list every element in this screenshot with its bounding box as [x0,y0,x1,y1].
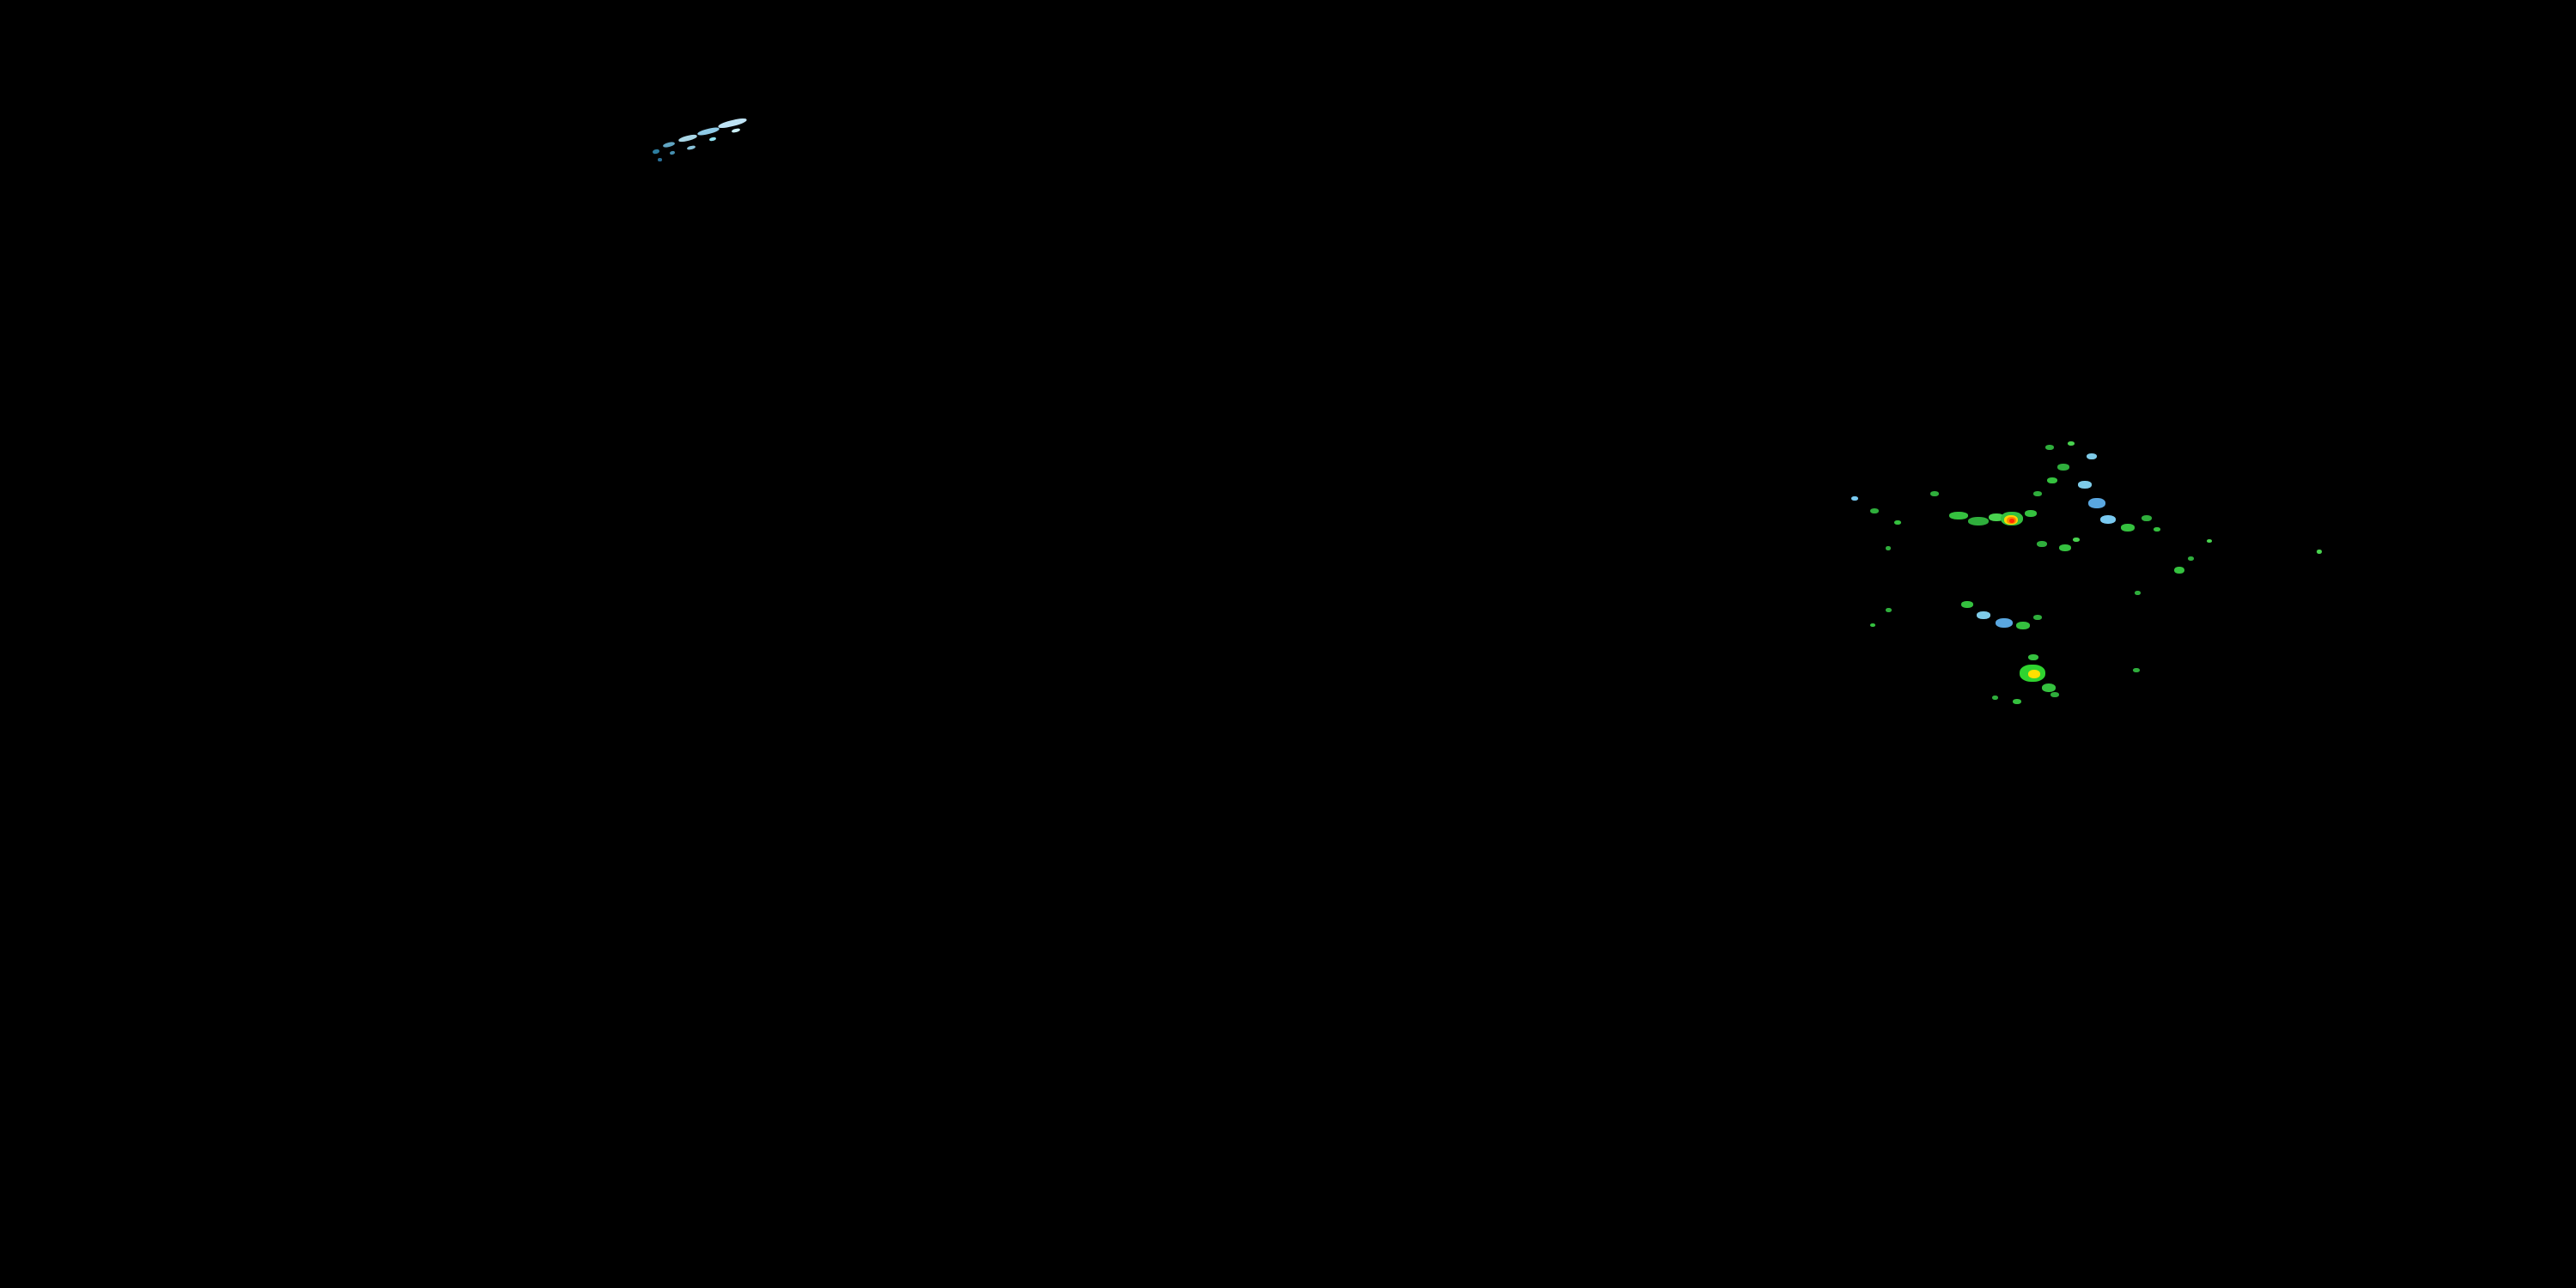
east-storm-cluster-echo [2009,519,2014,523]
northwest-streak-echo [686,144,696,151]
east-storm-cluster-echo [2317,550,2322,554]
east-storm-cluster-echo [1870,508,1879,513]
east-storm-cluster-echo [1870,623,1875,627]
east-storm-cluster-echo [2047,477,2057,483]
east-storm-cluster-echo [2033,615,2042,620]
east-storm-cluster-echo [2121,524,2135,532]
east-storm-cluster-echo [1851,496,1858,501]
northwest-streak-echo [708,137,717,142]
east-storm-cluster-echo [2068,441,2075,446]
east-storm-cluster-echo [2135,591,2141,595]
east-storm-cluster-echo [1977,611,1990,619]
east-storm-cluster-echo [2050,692,2059,697]
east-storm-cluster-echo [2087,453,2097,459]
east-storm-cluster-echo [1996,618,2013,628]
east-storm-cluster-echo [2078,481,2092,489]
east-storm-cluster-echo [2025,510,2037,517]
east-storm-cluster-echo [2073,538,2080,542]
east-storm-cluster-echo [2142,515,2152,521]
northwest-streak-echo [658,158,662,161]
east-storm-cluster-echo [2100,515,2116,524]
east-storm-cluster-echo [2042,683,2056,692]
east-storm-cluster-echo [1989,513,2004,521]
east-storm-cluster-echo [2037,541,2047,547]
east-storm-cluster-echo [1930,491,1939,496]
east-storm-cluster-echo [2174,567,2184,574]
east-storm-cluster-echo [1886,546,1891,550]
northwest-streak-echo [696,125,720,137]
east-storm-cluster-echo [1961,601,1973,608]
east-storm-cluster-echo [2057,464,2069,471]
northwest-streak-echo [677,133,698,143]
northwest-streak-echo [717,116,748,131]
east-storm-cluster-echo [2028,670,2040,678]
east-storm-cluster-echo [2059,544,2071,551]
northwest-streak-echo [652,149,660,155]
northwest-streak-echo [731,127,741,134]
east-storm-cluster-echo [2207,539,2212,543]
northwest-streak-echo [662,141,676,149]
east-storm-cluster-echo [2013,699,2021,704]
east-storm-cluster-echo [2088,498,2105,508]
east-storm-cluster-echo [2188,556,2194,561]
east-storm-cluster-echo [1992,696,1998,700]
east-storm-cluster-echo [1968,517,1989,526]
east-storm-cluster-echo [2133,668,2140,672]
east-storm-cluster-echo [2016,622,2030,629]
east-storm-cluster-echo [1894,520,1901,525]
east-storm-cluster-echo [2028,654,2038,660]
east-storm-cluster-echo [1886,608,1892,612]
northwest-streak-echo [669,150,676,155]
east-storm-cluster-echo [1949,512,1968,519]
east-storm-cluster-echo [2033,491,2042,496]
east-storm-cluster-echo [2045,445,2054,450]
east-storm-cluster-echo [2154,527,2160,532]
